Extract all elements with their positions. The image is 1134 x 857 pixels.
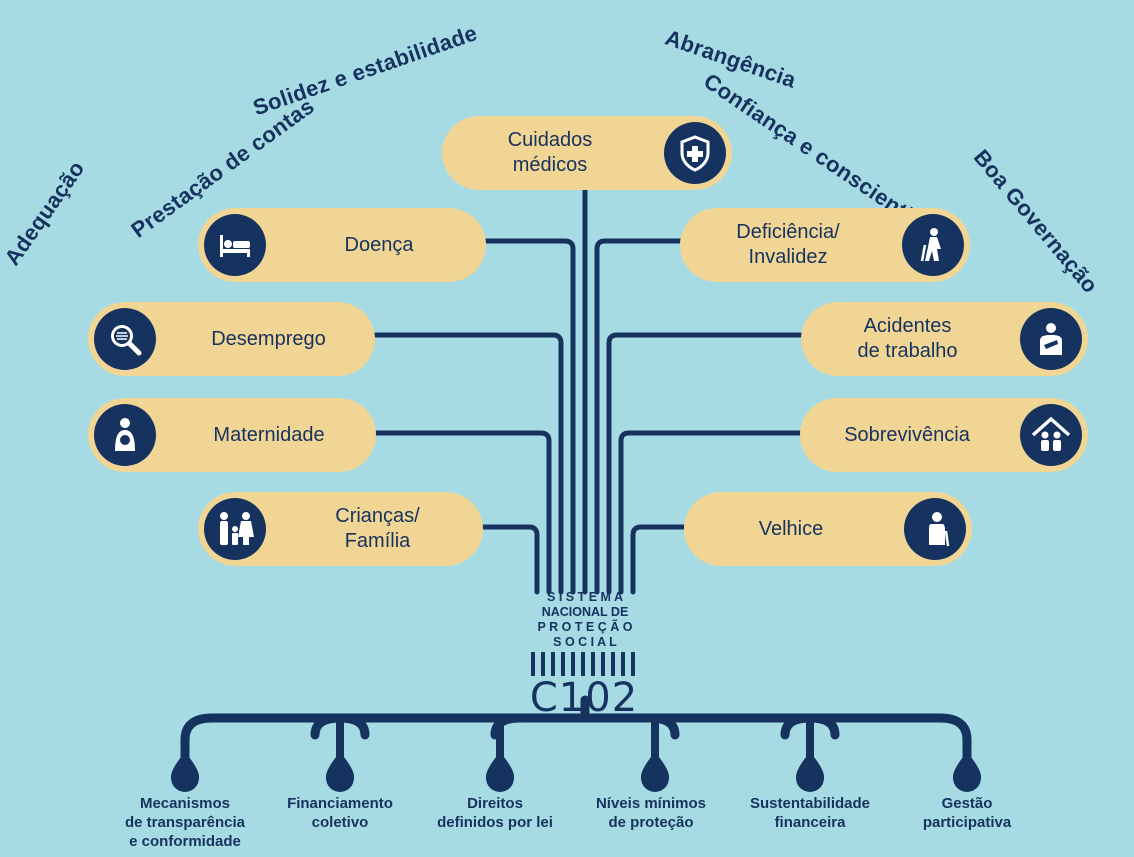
- branch-desemprego: Desemprego: [88, 302, 375, 376]
- branch-label: Velhice: [758, 517, 824, 540]
- principle-direitos: Direitos definidos por lei: [420, 794, 570, 832]
- drop-gestao: [952, 752, 982, 792]
- system-line-3: P R O T E Ç Ã O: [537, 620, 633, 634]
- branch-doenca: Doença: [198, 208, 486, 282]
- branch-label: Sobrevivência: [844, 423, 970, 446]
- principle-niveis: Níveis mínimos de proteção: [576, 794, 726, 832]
- connector-doenca: [483, 238, 576, 595]
- system-line-1: S I S T E M A: [547, 590, 623, 604]
- principle-label: Financiamento coletivo: [287, 795, 393, 831]
- mother-child-icon: [94, 404, 156, 466]
- bed-icon: [204, 214, 266, 276]
- elderly-cane-icon: [902, 214, 964, 276]
- principle-label: Direitos definidos por lei: [437, 795, 553, 831]
- branch-maternidade: Maternidade: [88, 398, 376, 472]
- principle-label: Mecanismos de transparência e conformida…: [124, 795, 246, 850]
- principle-label: Gestão participativa: [922, 795, 1012, 831]
- connector-deficiencia: [594, 238, 683, 595]
- connector-acidentes: [606, 332, 804, 595]
- principle-sustentabilidade: Sustentabilidade financeira: [735, 794, 885, 832]
- principle-financiamento: Financiamento coletivo: [265, 794, 415, 832]
- drop-transparencia: [170, 752, 200, 792]
- branch-acidentes-de-trabalho: Acidentes de trabalho: [801, 302, 1088, 376]
- principle-label: Sustentabilidade financeira: [749, 795, 871, 831]
- magnifier-icon: [94, 308, 156, 370]
- branch-cuidados-medicos: Cuidados médicos: [442, 116, 732, 190]
- branch-label: Maternidade: [213, 423, 325, 446]
- drop-niveis: [640, 752, 670, 792]
- branch-label: Desemprego: [211, 327, 326, 350]
- principle-label: Níveis mínimos de proteção: [595, 795, 707, 831]
- connector-desemprego: [372, 332, 564, 595]
- principle-gestao: Gestão participativa: [892, 794, 1042, 832]
- branch-label: Deficiência/ Invalidez: [736, 221, 840, 268]
- barcode-bars: [531, 652, 635, 676]
- branch-criancas-familia: Crianças/ Família: [198, 492, 483, 566]
- branch-label: Acidentes de trabalho: [857, 315, 958, 362]
- system-line-2: NACIONAL DE: [541, 605, 629, 619]
- branch-deficiencia-invalidez: Deficiência/ Invalidez: [680, 208, 970, 282]
- principle-transparencia: Mecanismos de transparência e conformida…: [110, 794, 260, 851]
- system-line-4: S O C I A L: [553, 635, 617, 649]
- family-icon: [204, 498, 266, 560]
- drop-financiamento: [325, 752, 355, 792]
- elderly-woman-icon: [904, 498, 966, 560]
- branch-sobrevivencia: Sobrevivência: [800, 398, 1088, 472]
- medical-shield-icon: [664, 122, 726, 184]
- house-family-icon: [1020, 404, 1082, 466]
- connector-criancas: [480, 524, 540, 595]
- branch-label: Crianças/ Família: [335, 505, 420, 552]
- convention-code: C102: [529, 675, 639, 721]
- drop-sustentabilidade: [795, 752, 825, 792]
- connector-velhice: [630, 524, 687, 595]
- branch-label: Cuidados médicos: [507, 129, 593, 176]
- branch-label: Doença: [344, 233, 414, 256]
- injured-worker-icon: [1020, 308, 1082, 370]
- connector-maternidade: [373, 430, 552, 595]
- connector-sobrevivencia: [618, 430, 803, 595]
- branch-velhice: Velhice: [684, 492, 972, 566]
- drop-direitos: [485, 752, 515, 792]
